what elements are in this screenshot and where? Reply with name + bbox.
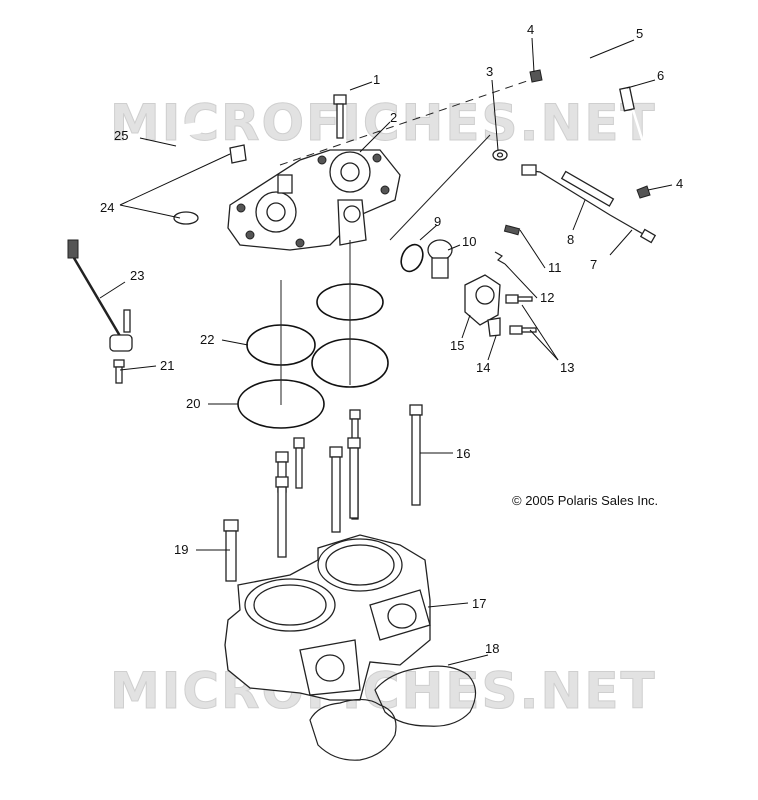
callout-leaders bbox=[99, 37, 673, 666]
screw-item-11 bbox=[503, 224, 521, 236]
housing-item-15 bbox=[464, 274, 501, 326]
o-ring-item-9 bbox=[400, 243, 424, 273]
assembly-dash-line bbox=[279, 79, 531, 166]
callout-7: 7 bbox=[590, 257, 597, 272]
callout-5: 5 bbox=[636, 26, 643, 41]
spring-item-12 bbox=[494, 251, 506, 265]
callout-24: 24 bbox=[100, 200, 114, 215]
watermark-bottom: MICROFICHES.NET bbox=[110, 662, 657, 720]
callout-20: 20 bbox=[186, 396, 200, 411]
callout-4a: 4 bbox=[527, 22, 534, 37]
thermostat-item-10 bbox=[427, 239, 453, 279]
callout-11: 11 bbox=[548, 260, 562, 275]
cable-item-7-8 bbox=[521, 164, 657, 244]
bolts-cylinder bbox=[223, 404, 423, 582]
callout-1: 1 bbox=[373, 72, 380, 87]
clip-item-4-bottom bbox=[636, 185, 651, 199]
cylinder-head bbox=[227, 149, 401, 251]
callout-17: 17 bbox=[472, 596, 486, 611]
washer-item-3 bbox=[492, 149, 508, 161]
bracket-item-14 bbox=[487, 317, 501, 337]
callout-25: 25 bbox=[114, 128, 128, 143]
callout-14: 14 bbox=[476, 360, 490, 375]
bolts-item-13 bbox=[505, 294, 537, 335]
hose-item-5 bbox=[543, 56, 652, 167]
callout-12: 12 bbox=[540, 290, 554, 305]
hose-item-25 bbox=[178, 122, 204, 211]
callout-10: 10 bbox=[462, 234, 476, 249]
assembly-line bbox=[389, 134, 491, 241]
callout-6: 6 bbox=[657, 68, 664, 83]
callout-18: 18 bbox=[485, 641, 499, 656]
sleeve-item-6 bbox=[619, 86, 635, 112]
copyright-notice: © 2005 Polaris Sales Inc. bbox=[512, 493, 658, 508]
callout-15: 15 bbox=[450, 338, 464, 353]
callout-23: 23 bbox=[130, 268, 144, 283]
clip-item-4-top bbox=[529, 69, 543, 83]
callout-3: 3 bbox=[486, 64, 493, 79]
callout-9: 9 bbox=[434, 214, 441, 229]
callout-16: 16 bbox=[456, 446, 470, 461]
callout-19: 19 bbox=[174, 542, 188, 557]
callout-13: 13 bbox=[560, 360, 574, 375]
callout-22: 22 bbox=[200, 332, 214, 347]
base-gaskets bbox=[309, 665, 477, 761]
callout-21: 21 bbox=[160, 358, 174, 373]
cylinder-block bbox=[224, 534, 431, 701]
callout-2: 2 bbox=[390, 110, 397, 125]
bolt-item-1 bbox=[333, 94, 347, 139]
callout-4b: 4 bbox=[676, 176, 683, 191]
bolt-item-21 bbox=[113, 359, 125, 384]
sensor-item-23 bbox=[67, 239, 133, 352]
callout-8: 8 bbox=[567, 232, 574, 247]
watermark-top: MICROFICHES.NET bbox=[110, 94, 657, 152]
clamp-item-24 bbox=[173, 144, 247, 225]
